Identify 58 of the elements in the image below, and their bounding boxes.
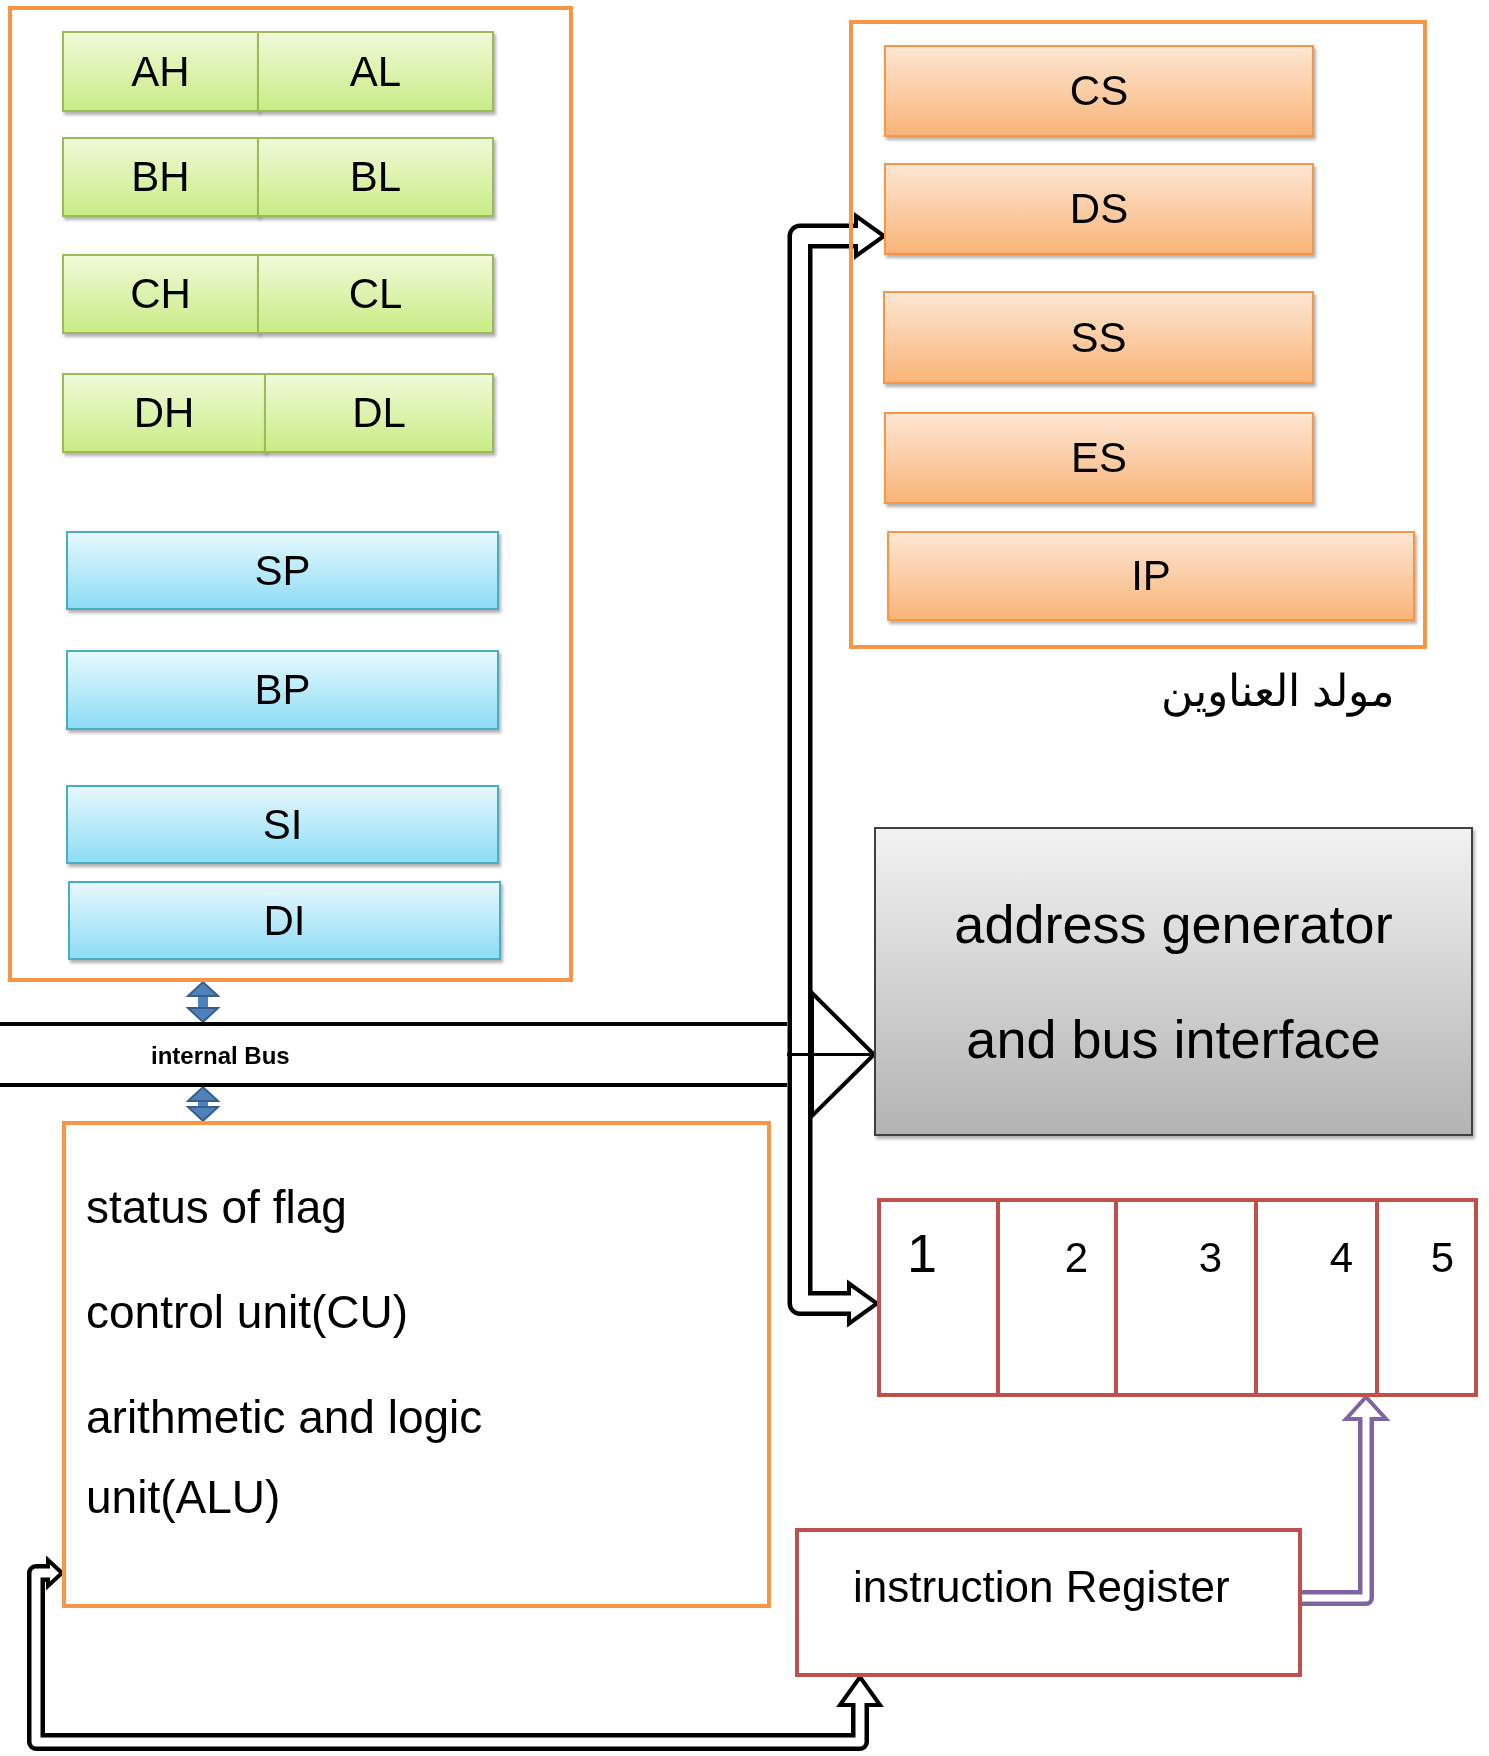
register-name: DS [1069,185,1129,233]
queue-number: 4 [1329,1234,1353,1282]
register-name: AH [131,47,190,96]
double-arrow [187,1086,219,1122]
register-box [257,31,494,112]
register-name: IP [1131,552,1171,600]
block-arrow [27,1558,882,1751]
register-box [257,254,494,334]
register-box [66,531,499,610]
register-box [795,1528,1302,1677]
bus-label: internal Bus [151,1042,290,1070]
register-name: DH [133,389,195,437]
register-name: DI [263,896,306,945]
unit-description: control unit(CU) [86,1285,410,1340]
unit-box [62,1121,771,1608]
panel-heading: مولد العناوين [1160,665,1395,716]
block-arrow [1302,1395,1388,1606]
register-box [62,373,266,453]
block-arrow [787,1054,879,1326]
register-name: CL [348,270,403,318]
unit-description: arithmetic and logic unit(ALU) [86,1390,484,1525]
register-name: BH [131,153,190,201]
register-box [66,785,499,864]
unit-label: address generator and bus interface [953,892,1394,1071]
segment-register-box [884,412,1314,504]
register-name: SP [254,546,311,595]
register-name: BL [349,153,402,201]
block-arrow [787,214,886,1055]
register-box [62,31,259,112]
register-label: instruction Register [853,1562,1230,1612]
double-arrow [187,981,219,1023]
register-panel [8,6,573,982]
register-box [62,137,259,217]
segment-register-box [884,45,1314,137]
unit-description: status of flag [86,1180,348,1235]
queue-number: 2 [1064,1234,1088,1282]
segment-register-box [887,531,1415,621]
register-name: ES [1071,434,1127,482]
register-box [66,650,499,730]
register-name: CS [1069,67,1129,115]
queue-number: 1 [907,1222,938,1284]
register-name: CH [130,270,191,318]
segment-register-box [884,163,1314,255]
segment-register-box [883,291,1314,384]
bus-arrow [787,991,876,1118]
queue-number: 3 [1198,1234,1222,1282]
register-name: AL [349,47,402,96]
register-name: SS [1070,313,1127,362]
register-box [62,254,259,334]
bus-band [0,1022,787,1087]
queue-number: 5 [1430,1234,1454,1282]
register-name: BP [254,666,311,714]
register-box [68,881,501,960]
register-name: SI [262,800,303,849]
register-box [257,137,494,217]
register-box [264,373,494,453]
register-name: DL [352,389,406,437]
unit-box [874,827,1473,1136]
